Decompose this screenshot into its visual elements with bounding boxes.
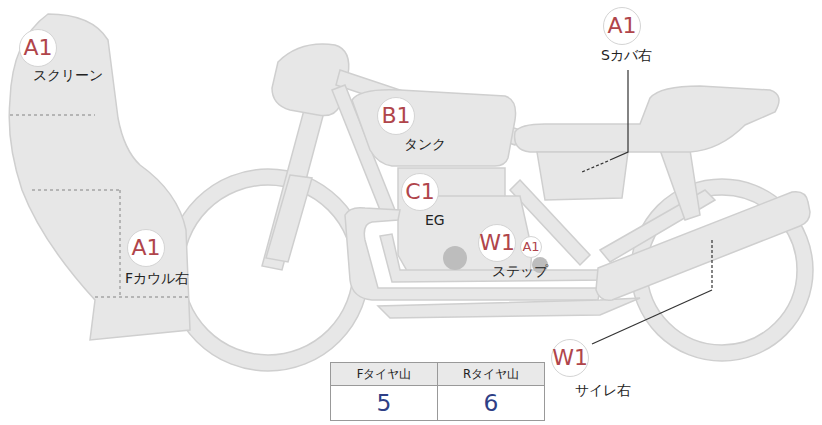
callout-number: W1 — [479, 225, 515, 261]
part-label: ステップ — [492, 263, 548, 280]
bike-part — [398, 168, 532, 276]
callout-number: A1 — [521, 237, 541, 257]
callout-number: A1 — [128, 230, 164, 266]
bike-part — [183, 185, 353, 355]
bike-part — [331, 363, 545, 421]
table-value: 5 — [331, 386, 437, 420]
bike-part — [378, 298, 640, 318]
callout-circle: A1Fカウル右 — [127, 229, 165, 267]
callout-number: B1 — [378, 98, 414, 134]
callout-number: A1 — [20, 30, 56, 66]
panel-dividers — [10, 115, 190, 297]
callout-circle: W1サイレ右 — [551, 339, 589, 377]
bike-body — [9, 14, 813, 371]
table-header: Rタイヤ山 — [438, 363, 544, 385]
callout-circle: A1Sカバ右 — [603, 7, 641, 45]
bike-part — [515, 86, 779, 152]
callout-circle: A1スクリーン — [19, 29, 57, 67]
part-label: タンク — [404, 136, 446, 153]
callout-circle: C1EG — [401, 173, 439, 211]
bike-part — [95, 296, 190, 298]
part-label: Fカウル右 — [125, 270, 189, 287]
part-label: Sカバ右 — [601, 47, 652, 64]
part-label: スクリーン — [33, 67, 103, 84]
bike-part — [352, 90, 516, 166]
bike-part — [443, 246, 467, 270]
callout-number: C1 — [402, 174, 438, 210]
bike-part — [119, 190, 121, 296]
bike-part — [10, 114, 95, 116]
bike-part — [592, 290, 712, 344]
bike-part — [330, 362, 545, 421]
callout-circle: B1タンク — [377, 97, 415, 135]
bike-part — [582, 161, 608, 172]
bike-part — [32, 189, 120, 191]
table-value: 6 — [438, 386, 544, 420]
bike-part — [711, 240, 712, 288]
callout-circle: W1 — [478, 224, 516, 262]
callout-circle: A1ステップ — [520, 236, 542, 258]
bike-part — [175, 177, 361, 363]
leader-lines — [582, 70, 712, 344]
bike-part — [345, 208, 600, 300]
callout-number: W1 — [552, 340, 588, 376]
callout-number: A1 — [604, 8, 640, 44]
part-label: サイレ右 — [575, 382, 631, 399]
bike-part — [537, 152, 628, 200]
bike-part — [610, 70, 628, 160]
bike-part — [596, 192, 810, 301]
part-label: EG — [425, 212, 445, 229]
bike-part — [660, 150, 700, 220]
bike-part — [9, 14, 190, 340]
table-frame — [330, 362, 545, 421]
table-header: Fタイヤ山 — [331, 363, 437, 385]
bike-part — [167, 169, 369, 371]
bike-part — [266, 175, 312, 262]
